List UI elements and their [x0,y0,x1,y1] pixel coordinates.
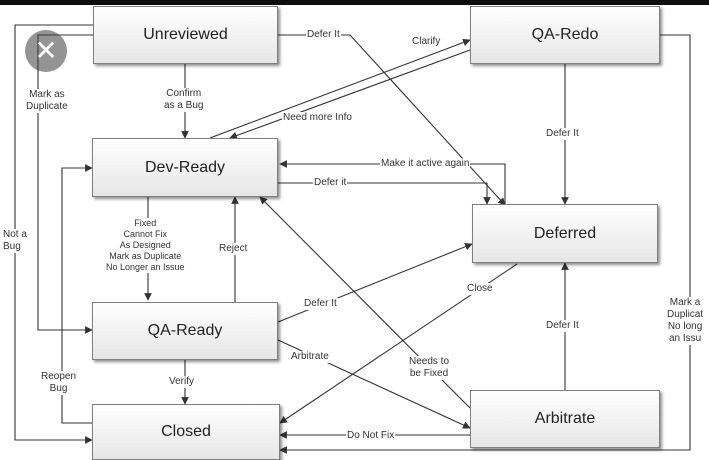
state-label: Deferred [533,224,597,242]
arrow-defer-unreviewed [278,34,506,206]
arrow-mark-dup-right [279,34,691,454]
arrow-defer-qaready [277,243,473,323]
state-arbitrate: Arbitrate [470,390,660,448]
label-confirm-bug: Confirm as a Bug [163,88,205,112]
state-label: Closed [161,423,211,440]
label-do-not-fix: Do Not Fix [346,430,396,442]
label-defer-it-qaredo: Defer It [545,128,580,140]
arrow-clarify [209,38,471,139]
label-verify: Verify [168,376,196,388]
state-unreviewed: Unreviewed [93,6,278,64]
label-mark-dup-right: Mark a Duplicat No long an Issu [666,297,705,345]
label-reopen-bug: Reopen Bug [40,371,78,395]
label-need-more-info: Need more Info [282,112,353,124]
label-not-a-bug: Not a Bug [2,229,28,253]
label-defer-it-arbitrate: Defer It [545,320,580,332]
state-label: QA-Redo [531,26,599,43]
arrow-make-active [279,160,506,205]
state-deferred: Deferred [472,204,658,263]
arrow-defer-dev [278,182,491,205]
label-defer-it-qaready: Defer It [303,298,338,310]
state-label: Dev-Ready [144,158,226,176]
close-button[interactable]: ✕ [25,30,67,72]
state-label: Unreviewed [143,26,228,43]
state-label: Arbitrate [534,410,596,427]
label-fixed-list: Fixed Cannot Fix As Designed Mark as Dup… [105,218,186,273]
state-qa-ready: QA-Ready [92,302,278,360]
top-bar [0,0,709,5]
label-needs-fixed: Needs to be Fixed [408,356,451,380]
label-clarify: Clarify [411,36,442,48]
close-icon: ✕ [34,35,58,66]
state-label: QA-Ready [147,322,223,339]
arrow-mark-duplicate [37,34,93,334]
state-closed: Closed [92,404,280,460]
label-close: Close [466,283,494,295]
label-make-active: Make it active again [380,158,471,170]
label-mark-duplicate: Mark as Duplicate [25,89,69,113]
label-reject: Reject [218,243,249,255]
arrow-reopen [61,164,93,424]
state-dev-ready: Dev-Ready [92,138,278,197]
label-arbitrate: Arbitrate [290,351,330,363]
state-qa-redo: QA-Redo [470,6,660,64]
label-defer-it-top: Defer It [306,29,341,41]
label-defer-it-dev: Defer it [313,177,348,189]
arrow-need-more-info [229,49,471,140]
